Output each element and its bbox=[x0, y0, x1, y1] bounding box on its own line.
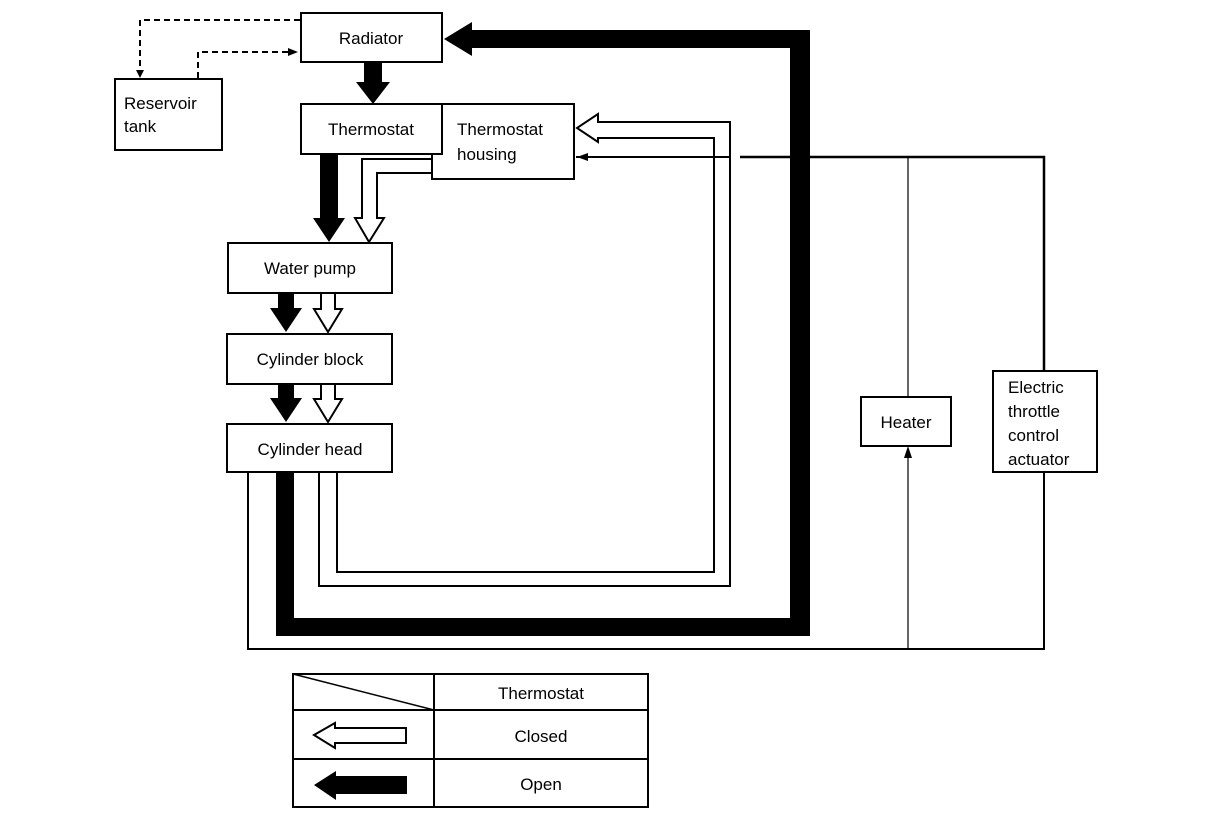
legend-table: Thermostat Closed Open bbox=[292, 673, 649, 808]
thermostat-label: Thermostat bbox=[328, 120, 414, 139]
heater-label: Heater bbox=[880, 413, 931, 432]
legend-hollow-arrow-icon bbox=[312, 721, 407, 750]
housing-label-line2: housing bbox=[457, 145, 517, 164]
reservoir-label-line1: Reservoir bbox=[124, 94, 197, 113]
cylinder-block-box: Cylinder block bbox=[226, 333, 393, 385]
etc-label-line4: actuator bbox=[1008, 450, 1070, 469]
legend-diagonal bbox=[292, 673, 435, 711]
legend-open-label: Open bbox=[520, 775, 562, 794]
etc-label-line3: control bbox=[1008, 426, 1059, 445]
radiator-label: Radiator bbox=[339, 29, 404, 48]
legend-header: Thermostat bbox=[498, 684, 584, 703]
pump-to-block-closed-arrow bbox=[312, 293, 344, 334]
radiator-box: Radiator bbox=[300, 12, 443, 63]
reservoir-label-line2: tank bbox=[124, 117, 157, 136]
reservoir-tank-box: Reservoir tank bbox=[114, 78, 223, 151]
etc-label-line1: Electric bbox=[1008, 378, 1064, 397]
radiator-inlet-arrowhead bbox=[444, 22, 472, 56]
housing-return-arrowhead bbox=[577, 153, 588, 161]
legend-solid-arrow-icon bbox=[314, 771, 407, 800]
closed-flow-bypass-loop bbox=[318, 112, 731, 587]
water-pump-label: Water pump bbox=[264, 259, 356, 278]
reservoir-dashed-lines bbox=[139, 19, 300, 78]
heater-circuit-lines bbox=[247, 155, 1046, 650]
thermostat-housing-box: Thermostat housing bbox=[431, 103, 575, 180]
cylinder-head-label: Cylinder head bbox=[258, 440, 363, 459]
block-to-head-open-arrow bbox=[270, 384, 302, 422]
electric-throttle-actuator-box: Electric throttle control actuator bbox=[992, 370, 1098, 473]
reservoir-to-radiator-line bbox=[197, 51, 290, 78]
pump-to-block-open-arrow bbox=[270, 293, 302, 332]
cylinder-head-box: Cylinder head bbox=[226, 423, 393, 473]
heater-box: Heater bbox=[860, 396, 952, 447]
housing-label-line1: Thermostat bbox=[457, 120, 543, 139]
radiator-to-thermostat-arrow bbox=[356, 62, 390, 104]
thermostat-to-pump-open-arrow bbox=[313, 154, 345, 242]
water-pump-box: Water pump bbox=[227, 242, 393, 294]
cylinder-block-label: Cylinder block bbox=[257, 350, 364, 369]
thermostat-box: Thermostat bbox=[300, 103, 443, 155]
etc-label-line2: throttle bbox=[1008, 402, 1060, 421]
radiator-to-reservoir-line bbox=[139, 19, 300, 72]
radiator-return-arrowhead bbox=[288, 48, 298, 56]
reservoir-arrowhead bbox=[136, 70, 144, 78]
housing-to-pump-closed-arrow bbox=[353, 158, 432, 244]
heater-inlet-arrowhead bbox=[904, 446, 912, 458]
block-to-head-closed-arrow bbox=[312, 384, 344, 424]
legend-closed-label: Closed bbox=[515, 727, 568, 746]
